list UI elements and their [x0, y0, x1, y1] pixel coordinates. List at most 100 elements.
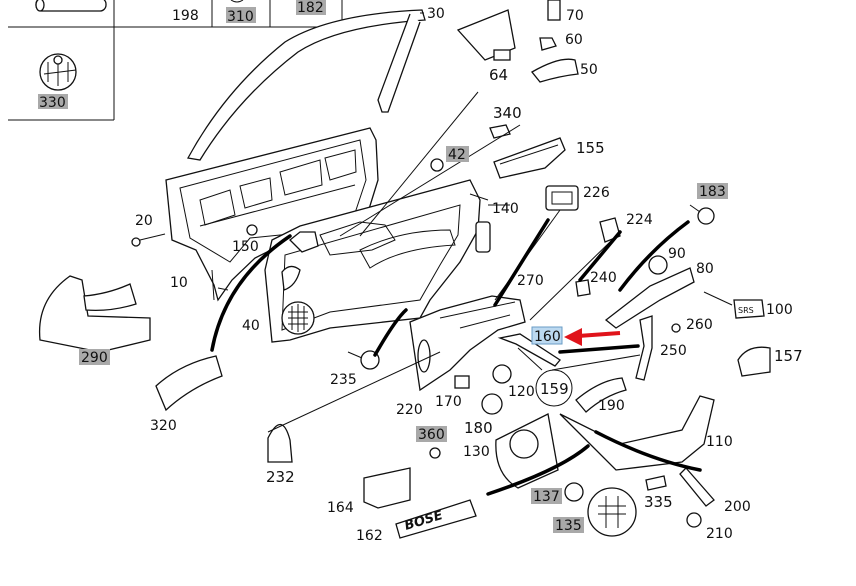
callout-150: 150: [232, 239, 259, 255]
callout-40: 40: [242, 318, 260, 334]
table-cell-198: 198: [172, 8, 199, 24]
callout-250: 250: [660, 343, 687, 359]
part-90: [648, 255, 668, 275]
callout-260: 260: [686, 317, 713, 333]
part-290: [38, 275, 151, 353]
callout-183: 183: [699, 184, 726, 200]
callout-20: 20: [135, 213, 153, 229]
callout-140: 140: [492, 201, 519, 217]
highlight-360: [416, 426, 447, 442]
part-224: [599, 217, 621, 243]
part-140: [475, 221, 491, 253]
part-130: [495, 413, 559, 489]
callout-100: 100: [766, 302, 793, 318]
callout-224: 224: [626, 212, 653, 228]
callout-157: 157: [774, 347, 803, 365]
callout-labels: 30 70 60 50 64 340 42 155 226 140 224 18…: [81, 6, 803, 544]
part-159-ring: [535, 369, 573, 407]
callout-155: 155: [576, 139, 605, 157]
callout-159: 159: [540, 380, 569, 398]
callout-130: 130: [463, 444, 490, 460]
bold-leaders: [210, 218, 702, 496]
callout-10: 10: [170, 275, 188, 291]
table-cell-310: 310: [227, 9, 254, 25]
part-250: [635, 315, 653, 381]
part-155: [493, 137, 566, 179]
table-cell-182: 182: [297, 0, 324, 16]
callout-226: 226: [583, 185, 610, 201]
callout-340: 340: [493, 104, 522, 122]
callout-270: 270: [517, 273, 544, 289]
part-335: [645, 475, 667, 491]
highlight-183: [697, 183, 728, 199]
part-door-shell: [131, 127, 379, 302]
callout-180: 180: [464, 419, 493, 437]
callout-210: 210: [706, 526, 733, 542]
part-157: [737, 346, 771, 377]
part-226: [545, 185, 579, 211]
callout-162: 162: [356, 528, 383, 544]
callout-220: 220: [396, 402, 423, 418]
callout-335: 335: [644, 493, 673, 511]
brand-badge: BOSE: [395, 499, 477, 539]
part-120: [492, 364, 512, 384]
part-window-frame: [186, 9, 426, 161]
part-110: [559, 395, 715, 471]
callout-232: 232: [266, 468, 295, 486]
highlight-290: [79, 349, 110, 365]
part-80: [604, 267, 695, 329]
pointer-arrow-icon: [564, 328, 621, 346]
part-270: [409, 295, 526, 392]
callout-70: 70: [566, 8, 584, 24]
part-cluster-top: [456, 0, 579, 83]
callout-120: 120: [508, 384, 535, 400]
callout-320: 320: [150, 418, 177, 434]
part-135: [587, 487, 637, 537]
sas-badge-text: SRS: [738, 306, 754, 315]
clip-icon: [39, 53, 77, 91]
highlight-137: [531, 488, 562, 504]
part-240: [575, 279, 591, 297]
highlight-330: [38, 94, 68, 109]
part-190: [575, 377, 627, 413]
callout-240: 240: [590, 270, 617, 286]
screw-icon: [689, 204, 715, 225]
highlight-160: [531, 326, 563, 345]
part-180: [481, 393, 503, 415]
callout-290: 290: [81, 350, 108, 366]
callout-64: 64: [489, 66, 508, 84]
part-137: [564, 482, 584, 502]
highlight-42: [446, 146, 469, 162]
callout-60: 60: [565, 32, 583, 48]
speaker-grille-icon: [288, 304, 308, 332]
callout-235: 235: [330, 372, 357, 388]
legend-table: 330 198 310 182: [8, 0, 343, 121]
callout-200: 200: [724, 499, 751, 515]
part-164: [363, 467, 411, 509]
part-200: [679, 467, 715, 507]
callout-170: 170: [435, 394, 462, 410]
callout-137: 137: [533, 489, 560, 505]
callout-42: 42: [448, 147, 466, 163]
callout-110: 110: [706, 434, 733, 450]
part-340: [489, 124, 511, 139]
highlight-310: [226, 7, 256, 23]
callout-360: 360: [418, 427, 445, 443]
callout-30: 30: [427, 6, 445, 22]
callout-90: 90: [668, 246, 686, 262]
callout-135: 135: [555, 518, 582, 534]
part-170: [454, 375, 470, 389]
callout-160: 160: [534, 329, 561, 345]
callout-164: 164: [327, 500, 354, 516]
part-232: [267, 423, 293, 463]
table-cell-330: 330: [39, 95, 66, 111]
part-210: [686, 512, 702, 528]
callout-190: 190: [598, 398, 625, 414]
sas-badge: SRS: [733, 299, 765, 319]
part-42: [430, 158, 444, 172]
part-360: [429, 447, 441, 459]
callout-80: 80: [696, 261, 714, 277]
part-160: [497, 333, 561, 367]
